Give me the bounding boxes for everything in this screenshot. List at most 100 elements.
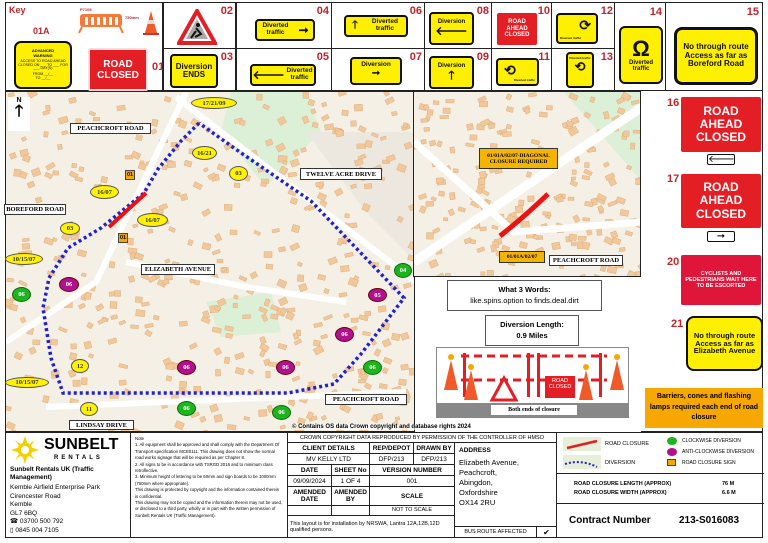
legend-clockwise: CLOCKWISE DIVERSION	[682, 438, 741, 444]
house	[292, 332, 300, 340]
company-logo-sub: RENTALS	[54, 455, 103, 461]
house	[624, 230, 634, 237]
house	[58, 326, 68, 334]
anticlockwise-callout[interactable]: 06	[59, 277, 79, 292]
house	[589, 96, 596, 103]
house	[307, 98, 316, 107]
road-ahead-closed-right-sign: ROAD AHEAD CLOSED	[681, 174, 761, 228]
key-cell-15: No through route Access as far as Borefo…	[665, 2, 763, 91]
house	[439, 115, 450, 120]
barriers-note: Barriers, cones and flashing lamps requi…	[645, 388, 763, 428]
note-line: 2. All signs to be in accordance with TS…	[135, 461, 273, 474]
house	[364, 310, 372, 317]
house	[596, 227, 603, 236]
house	[608, 177, 617, 187]
house	[381, 338, 392, 348]
sign-number: 14	[649, 6, 662, 18]
bus-route-checkbox[interactable]: ✔	[536, 526, 557, 538]
house	[116, 104, 126, 112]
house	[323, 288, 330, 295]
diversion-right-sign: Diversion➞	[350, 57, 402, 85]
aw-to: TO __/__	[35, 75, 51, 80]
sign-callout[interactable]: 17/21/09	[191, 97, 237, 109]
advanced-warning-sign: ADVANCED WARNING ACCESS TO ROAD AHEAD CL…	[14, 41, 72, 89]
sign-callout[interactable]: 10/15/07	[5, 377, 49, 388]
house	[402, 282, 412, 289]
house	[147, 274, 158, 284]
main-map[interactable]	[5, 91, 415, 432]
north-label: N	[16, 97, 22, 104]
anticlockwise-callout[interactable]: 06	[335, 327, 354, 342]
house	[532, 234, 540, 241]
house	[449, 146, 456, 154]
sign-callout[interactable]: 03	[229, 166, 248, 181]
house	[344, 251, 354, 258]
date-label: DATE	[287, 464, 332, 477]
inset-closure-line	[498, 192, 550, 238]
house	[9, 303, 19, 312]
house	[418, 193, 428, 201]
house	[43, 131, 49, 138]
house	[188, 342, 198, 350]
road-closure-sign-marker[interactable]: 01	[125, 170, 135, 180]
sign-callout[interactable]: 11	[80, 402, 98, 416]
house	[6, 277, 14, 283]
house	[490, 244, 498, 253]
sign-callout[interactable]: 16/07	[137, 213, 168, 227]
sign-callout[interactable]: 16/07	[90, 185, 119, 199]
house	[634, 270, 640, 276]
house	[265, 371, 271, 379]
clockwise-callout[interactable]: 04	[394, 263, 412, 278]
house	[394, 416, 401, 422]
house	[216, 163, 227, 172]
barrier-label: P7105	[80, 7, 92, 12]
no-through-route-boreford-sign: No through route Access as far as Borefo…	[674, 27, 758, 85]
amended-by-label: AMENDED BY	[330, 486, 371, 506]
house	[57, 144, 63, 150]
sign-callout[interactable]: 12	[71, 359, 89, 373]
road-closure-sign-marker[interactable]: 01	[118, 233, 128, 243]
road-label-peachcroft-south: PEACHCROFT ROAD	[325, 394, 407, 405]
house	[223, 356, 231, 365]
house	[80, 272, 87, 278]
address-line: Kemble Airfield Enterprise Park	[10, 484, 100, 491]
anticlockwise-callout[interactable]: 06	[177, 360, 196, 375]
notes-block: Note 1. All equipment shall be approved …	[130, 432, 288, 538]
house	[530, 138, 540, 146]
diversion-length-value: 0.9 Miles	[516, 331, 548, 340]
house	[435, 272, 446, 276]
house	[321, 113, 330, 122]
closure-callout-top: 01/01A/02/07-DIAGONAL CLOSURE REQUIRED	[479, 148, 558, 169]
clockwise-callout[interactable]: 06	[363, 360, 382, 375]
sign-callout[interactable]: 16/21	[192, 146, 217, 160]
house	[220, 267, 227, 272]
house	[396, 215, 404, 223]
house	[42, 109, 51, 116]
company-phone[interactable]: 03700 500 792	[19, 518, 64, 525]
company-fax[interactable]: 0845 004 7105	[15, 526, 59, 534]
closure-length-value: 76 M	[722, 481, 735, 487]
house	[164, 258, 171, 264]
sign-callout[interactable]: 03	[60, 222, 80, 235]
house	[78, 302, 86, 310]
house	[51, 236, 58, 243]
anticlockwise-callout[interactable]: 06	[276, 360, 295, 375]
house	[258, 306, 268, 314]
house	[297, 261, 303, 268]
house	[420, 118, 429, 123]
notes-title: Note	[135, 436, 145, 441]
sign-callout[interactable]: 10/15/07	[5, 253, 43, 265]
clockwise-callout[interactable]: 06	[272, 405, 291, 420]
house	[213, 347, 223, 356]
sign-number: 13	[600, 51, 613, 63]
house	[341, 109, 349, 117]
clockwise-callout[interactable]: 06	[177, 401, 196, 416]
anticlockwise-callout[interactable]: 05	[368, 288, 387, 302]
inset-map[interactable]	[413, 91, 641, 277]
house	[234, 351, 245, 360]
clockwise-callout[interactable]: 06	[12, 287, 31, 302]
sign-number: 12	[600, 5, 613, 17]
house	[239, 119, 246, 126]
house	[402, 122, 409, 129]
